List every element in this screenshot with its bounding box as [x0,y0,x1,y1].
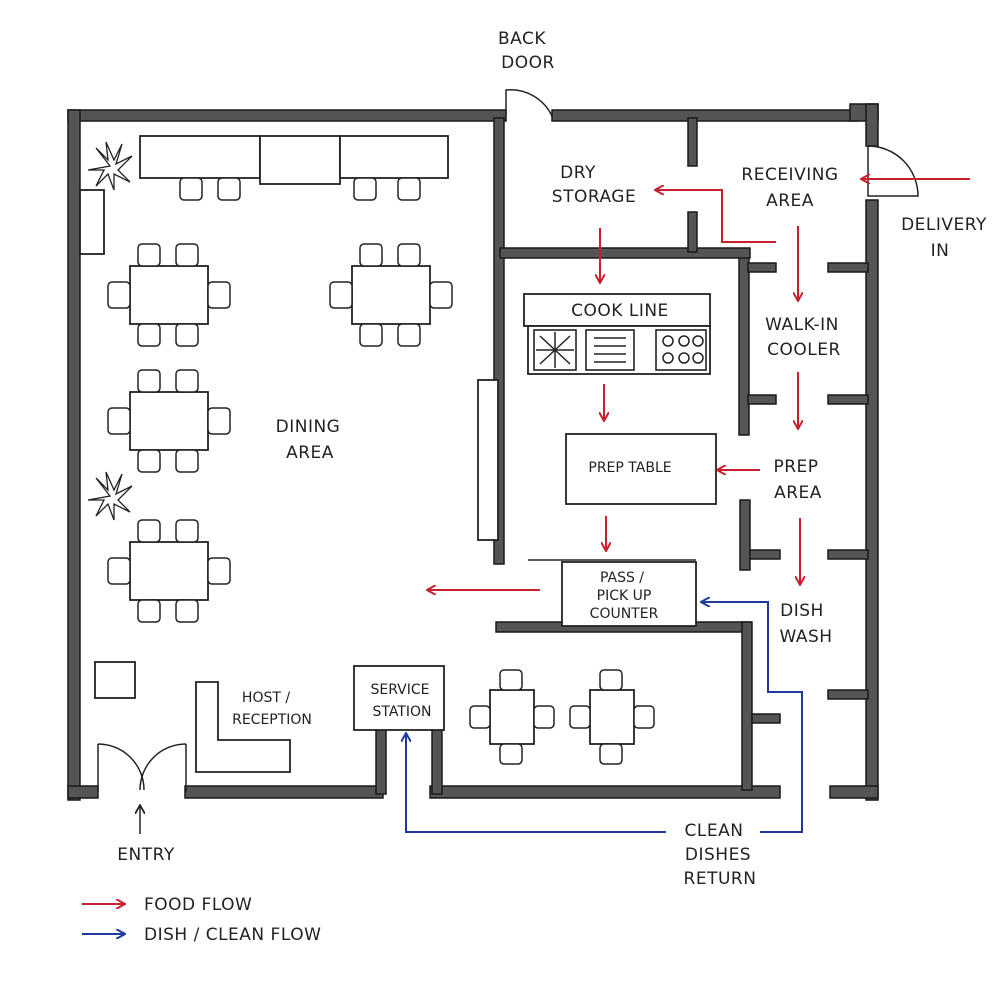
cook-line-hood [523,293,711,327]
plant-icon [87,141,133,191]
wall-dish-stub-2 [749,549,781,560]
wall-cooler-stub-2 [827,262,869,273]
wall-south-left [184,785,384,799]
dining-table-set [107,243,231,347]
food-flow-arrow-to-storage [656,190,776,243]
wall-storage-stub-1 [687,117,698,167]
bench-left [139,135,261,179]
service-station-counter [353,665,445,731]
wall-station-right [431,729,443,795]
kitchen-equipment [523,293,717,627]
wall-storage-stub-2 [687,211,698,253]
dish-flow-arrow-return [406,734,666,833]
wall-dining-kitchen [493,117,505,565]
bar-chair [217,177,241,201]
dining-table-set [107,369,231,473]
doors [97,89,919,792]
dining-table-set [569,669,655,765]
host-reception-desk [195,681,291,773]
bar-chair [179,177,203,201]
host-reception-label: HOST /RECEPTION [232,690,312,728]
wall-dish-stub-5 [827,689,869,700]
dining-table-set [107,519,231,623]
kitchen-side-shelf [477,379,499,541]
wall-west [67,109,81,801]
wall-cooler-stub-1 [747,262,777,273]
wall-station-left [375,729,387,795]
bench-right [339,135,449,179]
dish-flow-arrows [406,602,803,833]
delivery-door-swing [867,145,919,197]
dish-flow-arrow-to-pass [702,602,803,833]
wall-south-middle [429,785,781,799]
entry-label: ENTRY [117,845,175,865]
wall-dish-stub-3 [827,549,869,560]
prep-table-label: PREP TABLE [588,460,671,476]
legend: FOOD FLOW DISH / CLEAN FLOW [82,895,321,945]
wall-dry-storage-south [499,247,751,259]
wall-north-kitchen [551,109,858,122]
west-cabinet [94,661,136,699]
wall-dish-stub-1 [739,499,751,571]
bench-center [259,135,341,185]
west-sideboard [79,189,105,255]
dining-furniture [79,135,655,773]
dining-table-set [329,243,453,347]
pass-counter-surface [561,561,697,627]
wall-kitchen-south-v [741,621,753,791]
wall-south-right [829,785,879,799]
wall-north-dining [67,109,507,122]
dining-table-set [469,669,555,765]
wall-cooler-stub-4 [827,394,869,405]
entry-door-left [97,743,145,791]
cook-line-label: COOK LINE [571,301,669,321]
wall-cooler-stub-3 [747,394,777,405]
plant-icon [87,471,133,521]
wall-south-left-stub [67,785,99,799]
entry-door-right [139,743,187,791]
prep-table-surface [565,433,717,505]
griddle-icon [585,329,635,371]
walls [67,103,879,801]
legend-dish-flow-label: DISH / CLEAN FLOW [144,925,321,945]
legend-food-flow-label: FOOD FLOW [144,895,252,915]
bar-chair [397,177,421,201]
back-door-swing [505,89,553,117]
wall-east-upper [865,103,879,147]
wall-east [865,199,879,801]
wall-cooler-west [738,254,750,436]
wall-dish-stub-4 [751,713,781,724]
food-flow-arrows [428,179,970,590]
bar-chair [353,177,377,201]
